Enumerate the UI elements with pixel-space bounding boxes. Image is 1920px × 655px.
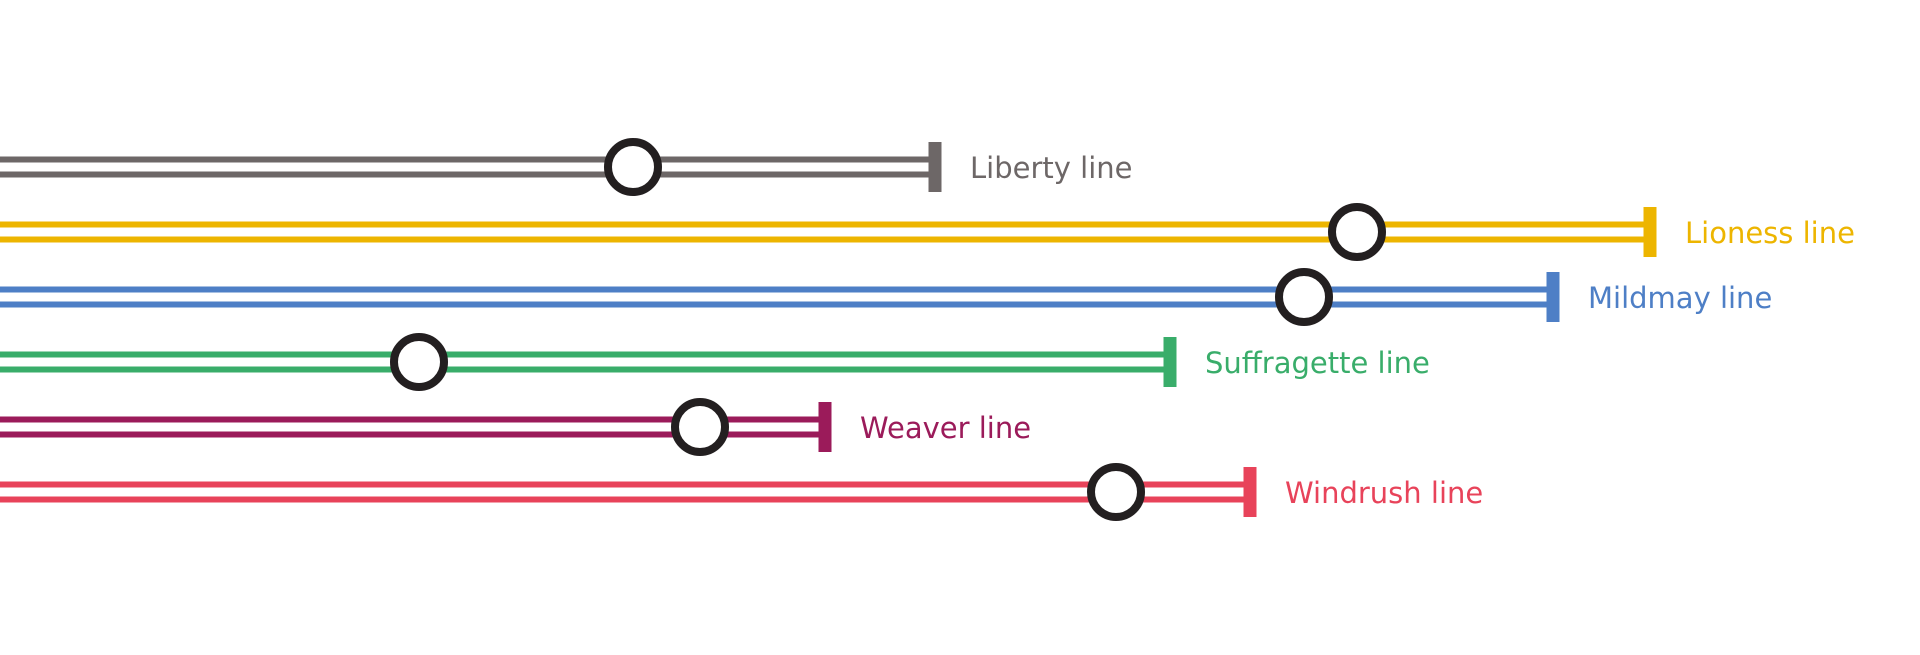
weaver-label: Weaver line [860,411,1031,445]
suffragette-label: Suffragette line [1205,346,1430,380]
suffragette-line: Suffragette line [0,333,1430,391]
suffragette-station-marker [390,333,448,391]
liberty-line: Liberty line [0,138,1132,196]
windrush-station-marker [1087,463,1145,521]
mildmay-station-marker [1275,268,1333,326]
liberty-station-marker [604,138,662,196]
lioness-label: Lioness line [1685,216,1855,250]
mildmay-label: Mildmay line [1588,281,1772,315]
weaver-line: Weaver line [0,398,1031,456]
liberty-label: Liberty line [970,151,1132,185]
mildmay-line: Mildmay line [0,268,1772,326]
windrush-line: Windrush line [0,463,1483,521]
lioness-station-marker [1328,203,1386,261]
windrush-label: Windrush line [1285,476,1483,510]
lioness-line: Lioness line [0,203,1855,261]
weaver-station-marker [671,398,729,456]
